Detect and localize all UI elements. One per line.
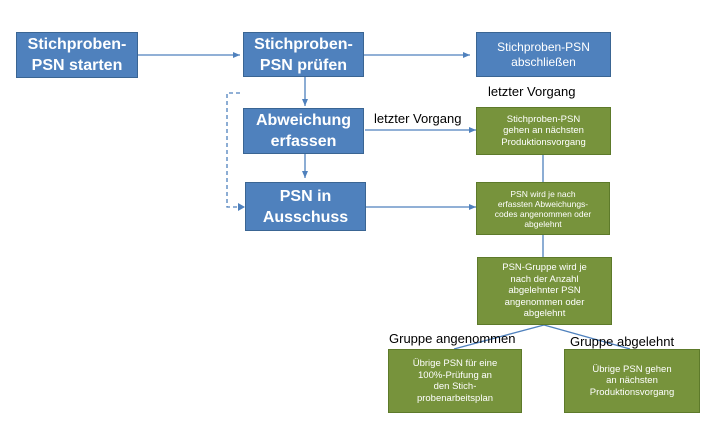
node-accept-psn[interactable]: PSN wird je nach erfassten Abweichungs- …: [476, 182, 610, 235]
dashed-loop-arrowhead: [238, 203, 245, 211]
node-check-psn[interactable]: Stichproben- PSN prüfen: [243, 32, 364, 77]
dashed-loop-check-to-scrap: [226, 92, 244, 208]
label-last-operation-top: letzter Vorgang: [488, 84, 576, 99]
label-group-accepted: Gruppe angenommen: [389, 331, 516, 346]
node-close-psn[interactable]: Stichproben-PSN abschließen: [476, 32, 611, 77]
node-remaining-full-inspection[interactable]: Übrige PSN für eine 100%-Prüfung an den …: [388, 349, 522, 413]
line-group-to-remaining-100: [453, 324, 545, 350]
line-group-to-remaining-next: [543, 324, 631, 350]
ghost-overlap-text: [262, 166, 266, 181]
label-group-rejected: Gruppe abgelehnt: [570, 334, 675, 349]
node-accept-group[interactable]: PSN-Gruppe wird je nach der Anzahl abgel…: [477, 257, 612, 325]
node-remaining-next-process[interactable]: Übrige PSN gehen an nächsten Produktions…: [564, 349, 700, 413]
node-record-deviation[interactable]: Abweichung erfassen: [243, 108, 364, 154]
label-last-operation-mid: letzter Vorgang: [374, 111, 462, 126]
node-next-process[interactable]: Stichproben-PSN gehen an nächsten Produk…: [476, 107, 611, 155]
node-psn-scrap[interactable]: PSN in Ausschuss: [245, 182, 366, 231]
node-start-psn[interactable]: Stichproben- PSN starten: [16, 32, 138, 78]
